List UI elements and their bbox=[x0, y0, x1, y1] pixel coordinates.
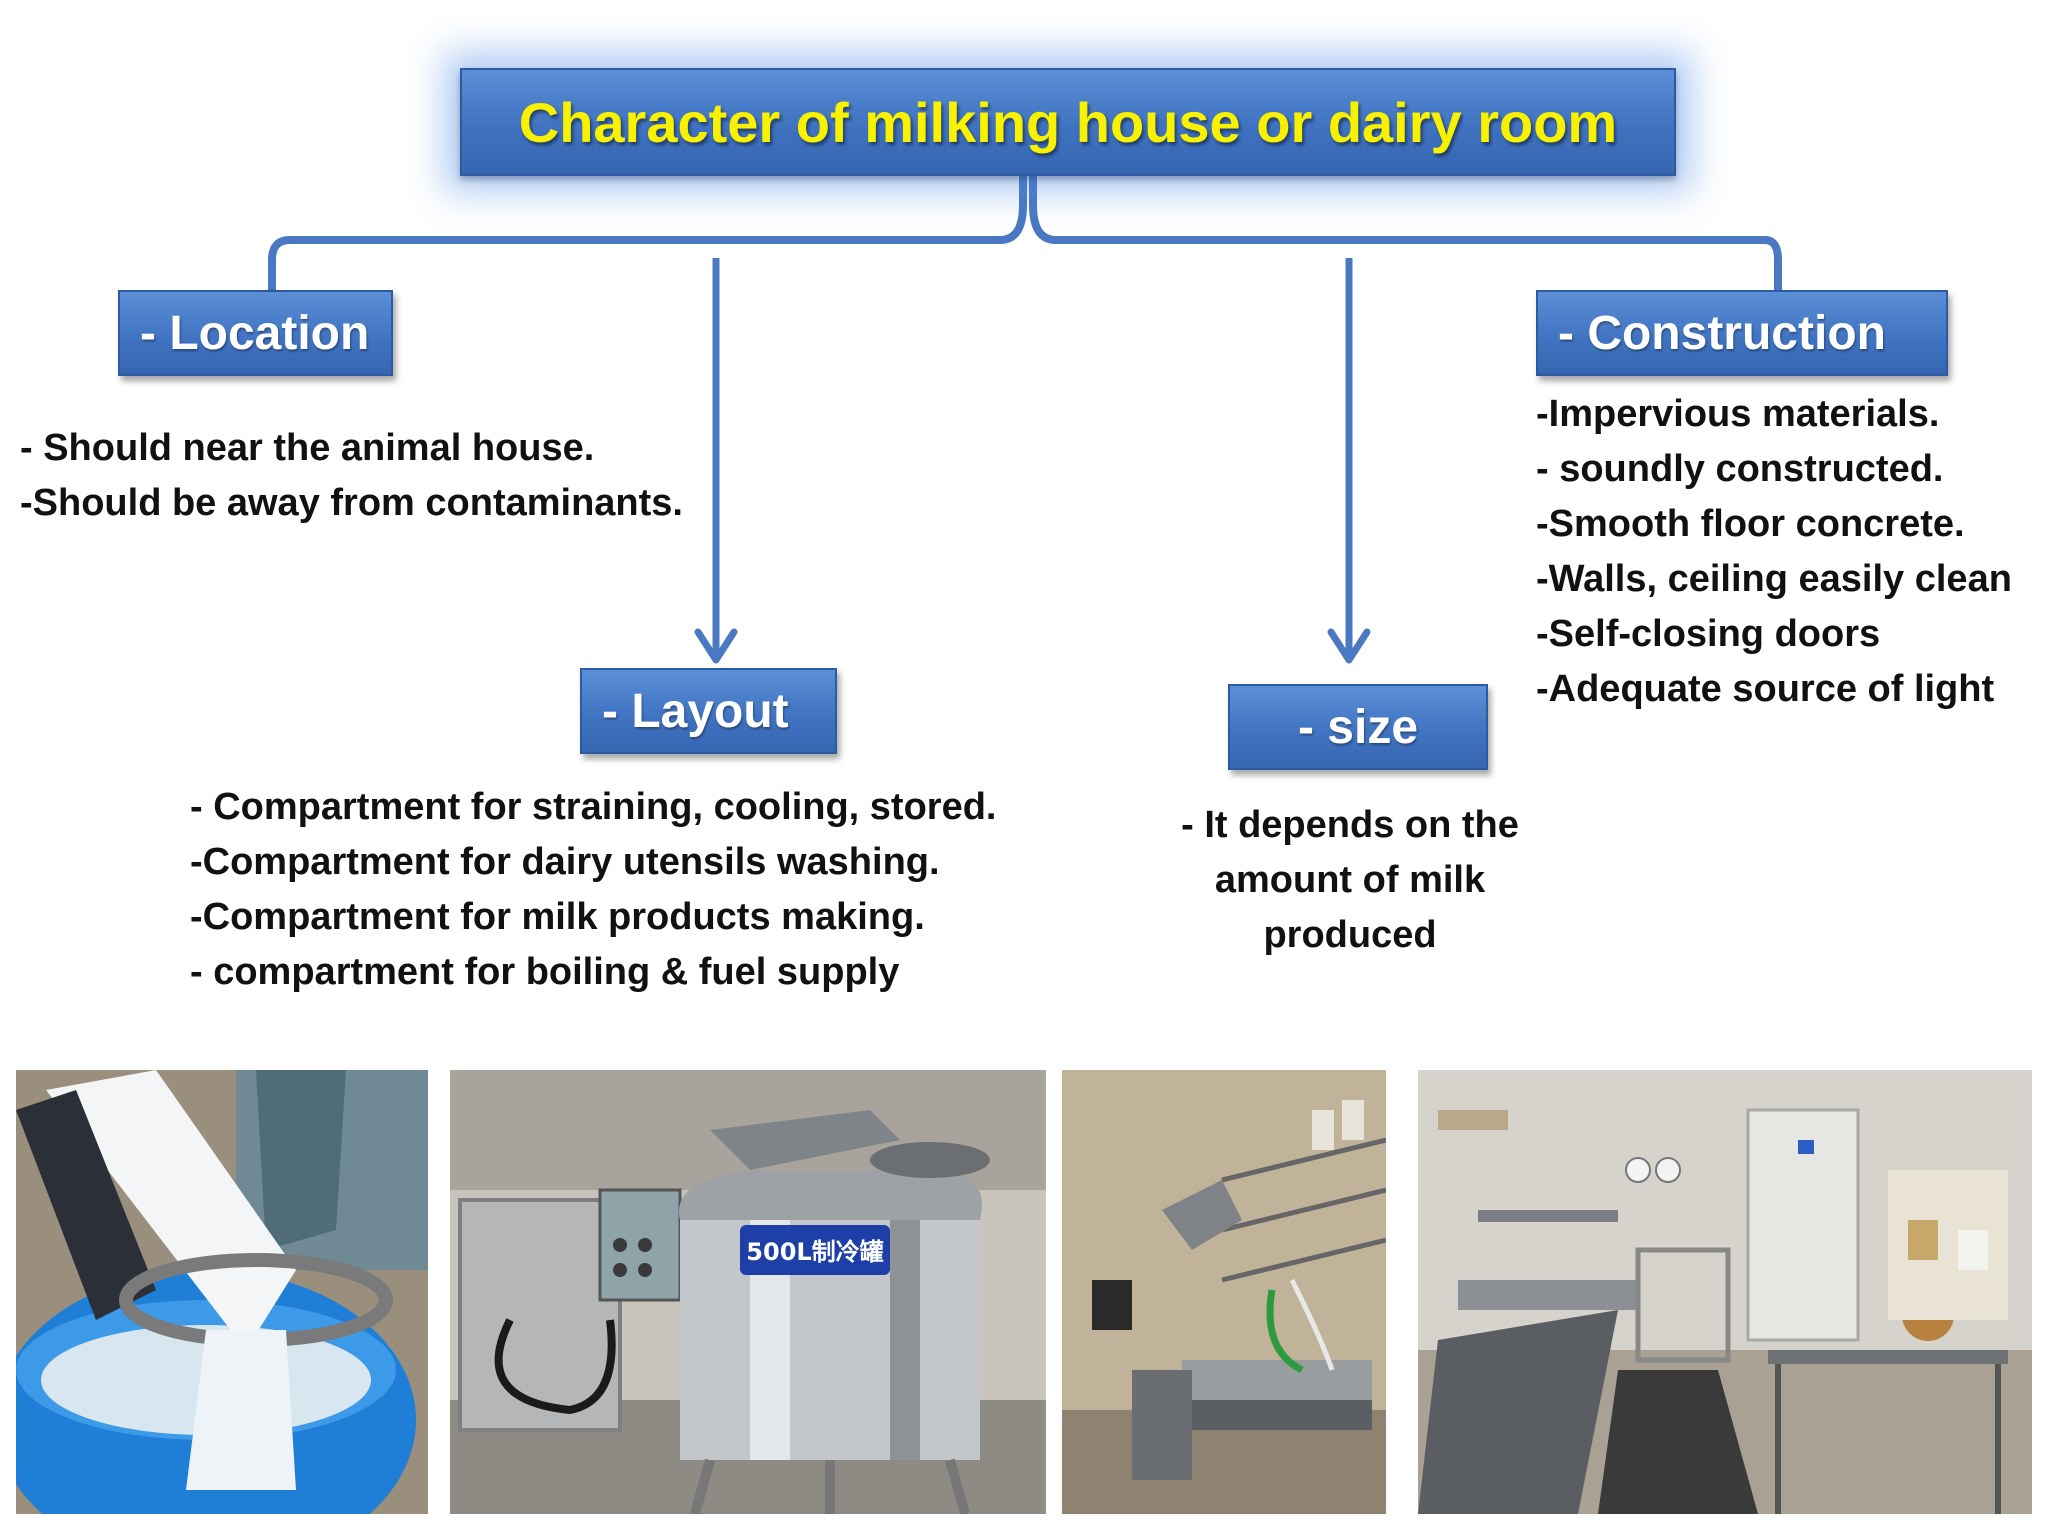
brace-connector bbox=[268, 146, 1782, 296]
construction-item: - soundly constructed. bbox=[1536, 448, 1944, 490]
photo-dairy-room bbox=[1418, 1070, 2032, 1514]
location-item: - Should near the animal house. bbox=[20, 427, 595, 469]
size-text: - It depends on the amount of milk produ… bbox=[1150, 798, 1550, 963]
location-text: - Should near the animal house. -Should … bbox=[20, 421, 683, 531]
layout-item: - Compartment for straining, cooling, st… bbox=[190, 786, 997, 828]
location-box: - Location bbox=[118, 290, 393, 376]
title-box: Character of milking house or dairy room bbox=[460, 68, 1676, 176]
size-item: amount of milk bbox=[1214, 859, 1486, 901]
layout-item: - compartment for boiling & fuel supply bbox=[190, 951, 900, 993]
location-label: - Location bbox=[140, 306, 370, 360]
size-label: - size bbox=[1297, 700, 1419, 754]
layout-label: - Layout bbox=[602, 684, 789, 738]
construction-item: -Smooth floor concrete. bbox=[1536, 503, 1965, 545]
photo-cooling-tank: 500L制冷罐 bbox=[450, 1070, 1046, 1514]
construction-item: -Impervious materials. bbox=[1536, 393, 1940, 435]
tank-label: 500L制冷罐 bbox=[746, 1238, 883, 1266]
layout-box: - Layout bbox=[580, 668, 837, 754]
photo-milk-straining bbox=[16, 1070, 428, 1514]
construction-text: -Impervious materials. - soundly constru… bbox=[1536, 387, 2012, 717]
size-box: - size bbox=[1228, 684, 1488, 770]
layout-item: -Compartment for dairy utensils washing. bbox=[190, 841, 940, 883]
page-title: Character of milking house or dairy room bbox=[518, 90, 1618, 154]
construction-box: - Construction bbox=[1536, 290, 1948, 376]
construction-item: -Adequate source of light bbox=[1536, 668, 1995, 710]
construction-item: -Walls, ceiling easily clean bbox=[1536, 558, 2012, 600]
size-item: - It depends on the bbox=[1181, 804, 1519, 846]
construction-item: -Self-closing doors bbox=[1536, 613, 1881, 655]
layout-text: - Compartment for straining, cooling, st… bbox=[190, 780, 996, 1000]
size-item: produced bbox=[1263, 914, 1437, 956]
construction-label: - Construction bbox=[1558, 306, 1886, 360]
location-item: -Should be away from contaminants. bbox=[20, 482, 683, 524]
layout-item: -Compartment for milk products making. bbox=[190, 896, 925, 938]
photo-washing-room bbox=[1062, 1070, 1386, 1514]
